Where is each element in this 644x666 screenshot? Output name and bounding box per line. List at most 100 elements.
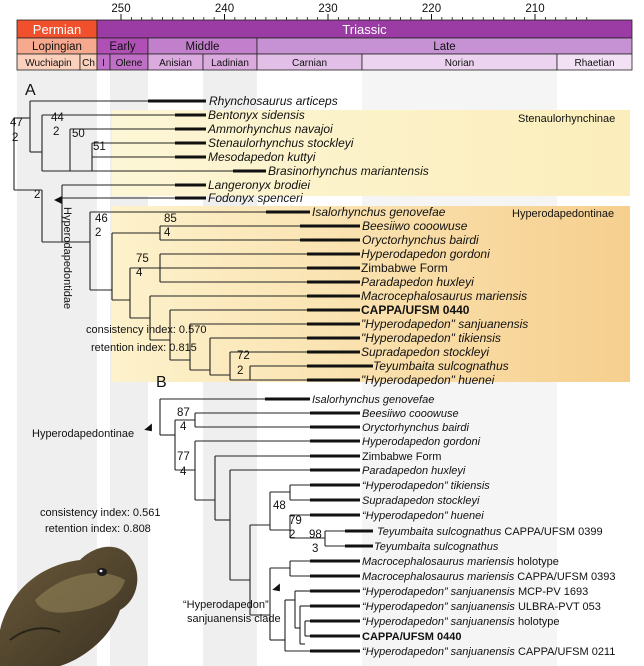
- epoch-label: Early: [109, 41, 135, 53]
- taxon-label-b: Paradapedon huxleyi: [362, 465, 466, 477]
- taxon-name: Zimbabwe Form: [362, 451, 441, 463]
- time-tick-label: 240: [215, 3, 234, 15]
- support-value-a: 85: [164, 213, 177, 225]
- taxon-name: Isalorhynchus genovefae: [312, 394, 434, 406]
- taxon-name: “Hyperodapedon” sanjuanensis: [362, 646, 515, 658]
- age-label: Wuchiapin: [25, 58, 72, 69]
- taxon-label-a: Stenaulorhynchus stockleyi: [208, 136, 354, 150]
- taxon-label-a: Bentonyx sidensis: [208, 108, 305, 122]
- taxon-label-b: Teyumbaita sulcognathus: [374, 541, 499, 553]
- taxon-name: CAPPA/UFSM 0440: [362, 631, 461, 643]
- time-tick-label: 220: [422, 3, 441, 15]
- specimen-label: CAPPA/UFSM 0393: [514, 571, 615, 583]
- taxon-label-a: Mesodapedon kuttyi: [208, 150, 316, 164]
- stenaulorhynchinae-label: Stenaulorhynchinae: [518, 113, 615, 125]
- panel-a-label: A: [25, 82, 36, 99]
- age-label: Norian: [445, 58, 474, 69]
- support-value-a: 72: [237, 350, 250, 362]
- taxon-name: Macrocephalosaurus mariensis: [362, 556, 515, 568]
- support-value-b: 3: [312, 543, 318, 555]
- time-tick-label: 250: [111, 3, 130, 15]
- taxon-label-a: CAPPA/UFSM 0440: [361, 303, 470, 317]
- taxon-label-a: Paradapedon huxleyi: [361, 275, 474, 289]
- time-tick-label: 210: [525, 3, 544, 15]
- support-value-b: 2: [289, 529, 295, 541]
- taxon-label-a: Langeronyx brodiei: [208, 178, 310, 192]
- taxon-label-a: Macrocephalosaurus mariensis: [361, 289, 527, 303]
- taxon-name: “Hyperodapedon” sanjuanensis: [362, 601, 515, 613]
- support-value-a: 44: [51, 112, 64, 124]
- taxon-label-a: Hyperodapedon gordoni: [361, 247, 490, 261]
- taxon-label-a: "Hyperodapedon" tikiensis: [361, 331, 501, 345]
- taxon-label-a: Brasinorhynchus mariantensis: [268, 164, 429, 178]
- support-value-a: 50: [72, 128, 85, 140]
- taxon-label-b: Beesiiwo cooowuse: [362, 408, 459, 420]
- hyperodapedontinae-label: Hyperodapedontinae: [512, 208, 614, 220]
- taxon-label-b: Hyperodapedon gordoni: [362, 436, 481, 448]
- taxon-name: Paradapedon huxleyi: [362, 465, 466, 477]
- specimen-label: holotype: [515, 616, 560, 628]
- hyperodapedontinae-b-label: Hyperodapedontinae: [32, 428, 134, 440]
- taxon-label-a: Teyumbaita sulcognathus: [373, 359, 509, 373]
- taxon-label-b: “Hyperodapedon” sanjuanensis MCP-PV 1693: [362, 586, 588, 598]
- stenaulorhynchinae-box: [112, 110, 630, 196]
- taxon-label-a: Beesiiwo cooowuse: [362, 219, 468, 233]
- taxon-label-b: Macrocephalosaurus mariensis holotype: [362, 556, 559, 568]
- taxon-label-a: Oryctorhynchus bairdi: [362, 233, 479, 247]
- taxon-name: “Hyperodapedon” sanjuanensis: [362, 586, 515, 598]
- taxon-name: Supradapedon stockleyi: [362, 495, 480, 507]
- rhynchosaur-illustration: [0, 546, 138, 666]
- support-value-b: 4: [180, 421, 187, 433]
- taxon-label-a: "Hyperodapedon" huenei: [361, 373, 495, 387]
- taxon-name: Macrocephalosaurus mariensis: [362, 571, 515, 583]
- hyperodapedontidae-marker: Hyperodapedontidae: [54, 196, 73, 309]
- taxon-label-b: Isalorhynchus genovefae: [312, 394, 434, 406]
- age-cell: [556, 53, 633, 71]
- taxon-label-a: Rhynchosaurus articeps: [209, 94, 338, 108]
- support-value-b: 87: [177, 407, 190, 419]
- ranges-b: [265, 397, 373, 653]
- ri-b: retention index: 0.808: [45, 523, 151, 535]
- specimen-label: MCP-PV 1693: [515, 586, 588, 598]
- taxon-name: Beesiiwo cooowuse: [362, 408, 459, 420]
- taxon-label-b: “Hyperodapedon” sanjuanensis holotype: [362, 616, 560, 628]
- taxon-label-a: Ammorhynchus navajoi: [207, 122, 333, 136]
- support-value-a: 2: [95, 227, 101, 239]
- epoch-label: Late: [433, 41, 455, 53]
- sanjuanensis-clade-label-2: sanjuanensis clade: [187, 613, 281, 625]
- support-value-a: 51: [93, 141, 106, 153]
- support-value-a: 4: [136, 267, 143, 279]
- age-label: I: [102, 58, 105, 69]
- support-value-a: 2: [34, 189, 40, 201]
- age-label: Ch: [82, 58, 95, 69]
- support-value-a: 75: [136, 253, 149, 265]
- ci-a: consistency index: 0.570: [86, 324, 206, 336]
- taxon-name: “Hyperodapedon” huenei: [362, 510, 484, 522]
- tree-b: [159, 398, 345, 652]
- support-value-b: 77: [177, 451, 190, 463]
- taxon-label-b: “Hyperodapedon” sanjuanensis ULBRA-PVT 0…: [362, 601, 601, 613]
- specimen-label: holotype: [514, 556, 559, 568]
- taxon-label-b: Macrocephalosaurus mariensis CAPPA/UFSM …: [362, 571, 616, 583]
- taxon-label-b: Supradapedon stockleyi: [362, 495, 480, 507]
- specimen-label: CAPPA/UFSM 0399: [501, 526, 602, 538]
- age-label: Anisian: [159, 58, 192, 69]
- support-value-b: 4: [180, 466, 187, 478]
- age-label: Olene: [116, 58, 143, 69]
- node-arrow-icon: [144, 423, 152, 432]
- age-label: Carnian: [292, 58, 327, 69]
- taxon-name: Hyperodapedon gordoni: [362, 436, 481, 448]
- epoch-label: Lopingian: [32, 41, 82, 53]
- period-label: Triassic: [342, 22, 387, 37]
- support-value-a: 46: [95, 213, 108, 225]
- support-value-b: 98: [309, 529, 322, 541]
- taxon-label-b: Zimbabwe Form: [362, 451, 441, 463]
- taxon-label-a: "Hyperodapedon" sanjuanensis: [361, 317, 528, 331]
- taxon-label-b: “Hyperodapedon” huenei: [362, 510, 484, 522]
- taxon-label-b: “Hyperodapedon” sanjuanensis CAPPA/UFSM …: [362, 646, 615, 658]
